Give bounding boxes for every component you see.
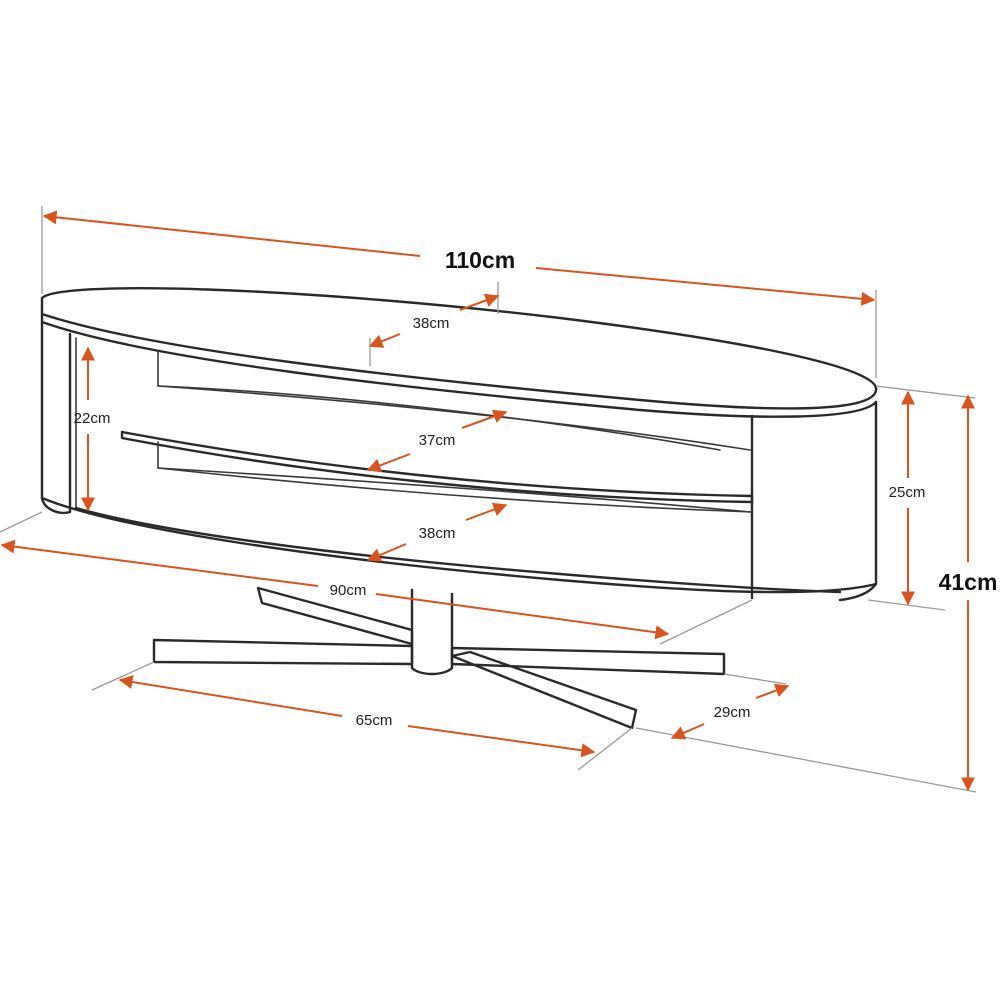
top-surface xyxy=(40,287,878,410)
base-leg-front-left xyxy=(152,638,414,666)
foot-width-arrow-right xyxy=(407,725,596,758)
pedestal-column xyxy=(410,588,454,676)
tv-stand-drawing xyxy=(40,287,878,730)
base-depth-arrow-b xyxy=(366,543,407,562)
foot-depth-arrow-up xyxy=(755,683,790,699)
top-depth-arrow-a xyxy=(459,293,500,311)
top-edge xyxy=(40,312,878,418)
left-end-panel xyxy=(40,320,72,514)
shelf-depth-arrow-b xyxy=(366,453,411,473)
top-depth-label: 38cm xyxy=(413,315,450,332)
base-leg-front-right xyxy=(450,650,638,730)
base-width-arrow-left xyxy=(0,539,319,587)
overall-height-label: 41cm xyxy=(939,569,998,595)
shelf-depth-arrow-a xyxy=(461,409,508,429)
right-end-panel xyxy=(838,400,878,602)
foot-depth-arrow-down xyxy=(670,723,705,740)
base-depth-arrow-a xyxy=(465,502,508,521)
body-height-label: 25cm xyxy=(889,484,926,501)
dimension-labels: 110cm 38cm 22cm 37cm 38cm 25cm 41cm 90cm… xyxy=(74,247,998,729)
overall-width-arrow-right xyxy=(535,267,876,306)
extension-lines xyxy=(0,206,977,793)
top-depth-arrow-b xyxy=(368,333,401,348)
back-wall xyxy=(157,351,751,451)
foot-width-arrow-left xyxy=(118,675,343,717)
bottom-shell xyxy=(40,496,878,594)
shelf-depth-label: 37cm xyxy=(419,432,456,449)
base-leg-back-left xyxy=(256,586,414,646)
overall-width-label: 110cm xyxy=(445,247,515,273)
base-depth-label: 38cm xyxy=(419,525,456,542)
middle-shelf xyxy=(120,430,754,504)
dimension-arrows xyxy=(0,210,975,792)
base-width-label: 90cm xyxy=(330,582,367,599)
overall-width-arrow-left xyxy=(42,210,421,257)
base-width-arrow-right xyxy=(375,593,670,640)
foot-width-label: 65cm xyxy=(356,712,393,729)
foot-depth-label: 29cm xyxy=(714,704,751,721)
upper-shelf-height-label: 22cm xyxy=(74,410,111,427)
